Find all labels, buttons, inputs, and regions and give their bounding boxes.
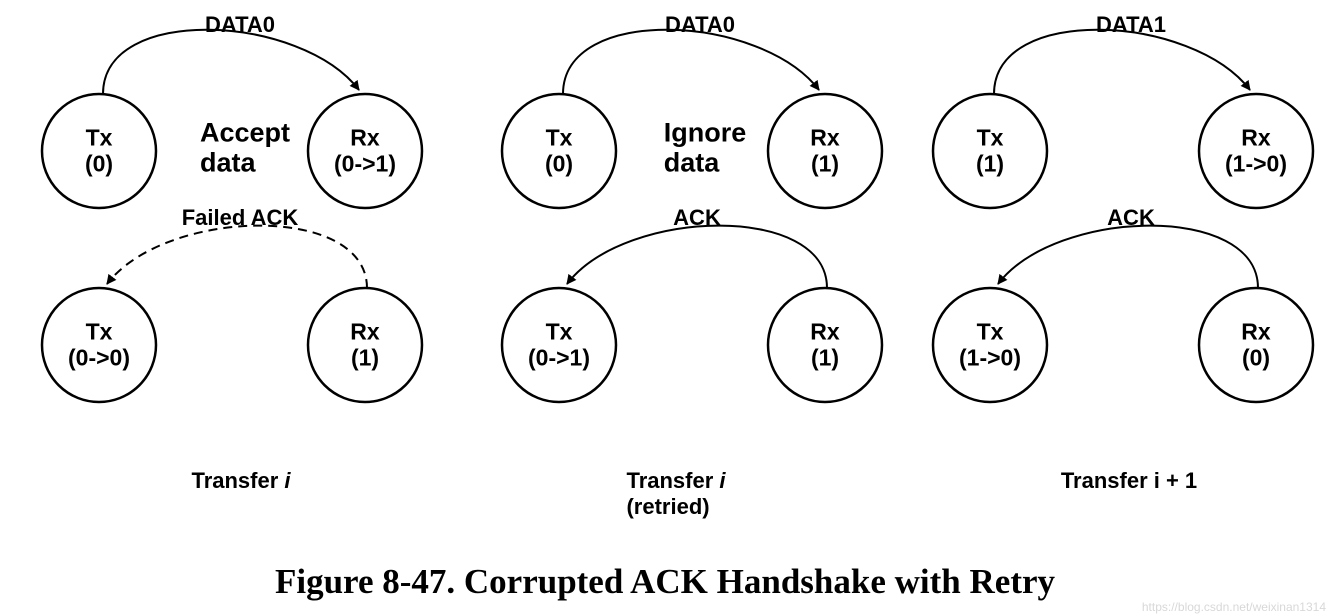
node-tx: Tx (1->0) (959, 319, 1021, 372)
node-rx-state: (1) (810, 151, 840, 177)
tx-node-circle (40, 286, 158, 404)
tx-node-circle (931, 286, 1049, 404)
transfer-caption-text: Transfer (626, 468, 720, 493)
transfer-caption-italic: i (284, 468, 291, 493)
node-rx-name: Rx (350, 318, 380, 345)
ack-arrow (566, 224, 828, 289)
edge-label-ack: ACK (673, 205, 721, 230)
tx-node-circle (500, 92, 618, 210)
side-note-accept-data: Accept data (200, 118, 290, 177)
node-rx-state: (0) (1241, 345, 1271, 371)
node-rx: Rx (1) (810, 125, 839, 178)
node-tx-state: (1) (975, 151, 1005, 177)
side-note-ignore-data: Ignore data (664, 118, 747, 177)
rx-node-circle (306, 286, 424, 404)
rx-node-circle (306, 92, 424, 210)
transfer-caption-line2: (retried) (626, 494, 710, 520)
side-note-line1: Accept (199, 117, 291, 148)
edge-label-data0: DATA0 (204, 12, 276, 37)
tx-node-circle (500, 286, 618, 404)
node-tx-state: (1->0) (959, 345, 1021, 371)
node-rx: Rx (0) (1241, 319, 1270, 372)
node-tx: Tx (0->1) (528, 319, 590, 372)
node-tx-name: Tx (85, 318, 113, 345)
side-note-line1: Ignore (663, 117, 747, 148)
tx-node-circle (40, 92, 158, 210)
ack-arrow (997, 224, 1259, 289)
edge-label-data1: DATA1 (1095, 12, 1167, 37)
side-note-line2: data (663, 147, 720, 177)
node-rx-state: (1) (350, 345, 380, 371)
node-tx-state: (0->1) (528, 345, 590, 371)
node-tx-state: (0) (544, 151, 574, 177)
data-arrow (102, 28, 360, 95)
node-tx-name: Tx (545, 124, 573, 151)
node-rx: Rx (0->1) (334, 125, 396, 178)
transfer-caption-text: Transfer i + 1 (1060, 468, 1198, 493)
node-tx-name: Tx (85, 124, 113, 151)
edge-label-ack: ACK (1107, 205, 1155, 230)
node-tx-name: Tx (976, 124, 1004, 151)
rx-node-circle (1197, 286, 1315, 404)
node-rx-state: (1->0) (1225, 151, 1287, 177)
data-arrow (562, 28, 820, 95)
node-rx: Rx (1) (350, 319, 379, 372)
node-tx: Tx (0->0) (68, 319, 130, 372)
transfer-caption-text: Transfer (191, 468, 285, 493)
node-tx-name: Tx (545, 318, 573, 345)
node-tx-name: Tx (976, 318, 1004, 345)
node-rx: Rx (1) (810, 319, 839, 372)
edge-label-data0: DATA0 (664, 12, 736, 37)
node-rx-name: Rx (810, 124, 840, 151)
transfer-caption: Transfer i (191, 468, 290, 494)
rx-node-circle (766, 92, 884, 210)
transfer-caption-italic: i (719, 468, 726, 493)
failed-ack-arrow (106, 224, 368, 289)
transfer-caption: Transfer i + 1 (1061, 468, 1197, 494)
node-tx: Tx (1) (976, 125, 1004, 178)
node-rx-name: Rx (1241, 318, 1271, 345)
node-rx-name: Rx (1241, 124, 1271, 151)
node-rx-name: Rx (810, 318, 840, 345)
rx-node-circle (1197, 92, 1315, 210)
node-tx-state: (0) (84, 151, 114, 177)
node-rx-state: (1) (810, 345, 840, 371)
node-rx: Rx (1->0) (1225, 125, 1287, 178)
tx-node-circle (931, 92, 1049, 210)
node-tx: Tx (0) (85, 125, 113, 178)
node-rx-name: Rx (350, 124, 380, 151)
figure-title: Figure 8-47. Corrupted ACK Handshake wit… (274, 562, 1056, 601)
transfer-caption: Transfer i (retried) (626, 468, 725, 521)
node-rx-state: (0->1) (334, 151, 396, 177)
rx-node-circle (766, 286, 884, 404)
edge-label-failed-ack: Failed ACK (181, 205, 299, 230)
node-tx-state: (0->0) (68, 345, 130, 371)
watermark-text: https://blog.csdn.net/weixinan1314 (1141, 600, 1326, 614)
node-tx: Tx (0) (545, 125, 573, 178)
side-note-line2: data (199, 147, 256, 177)
data-arrow (993, 28, 1251, 95)
